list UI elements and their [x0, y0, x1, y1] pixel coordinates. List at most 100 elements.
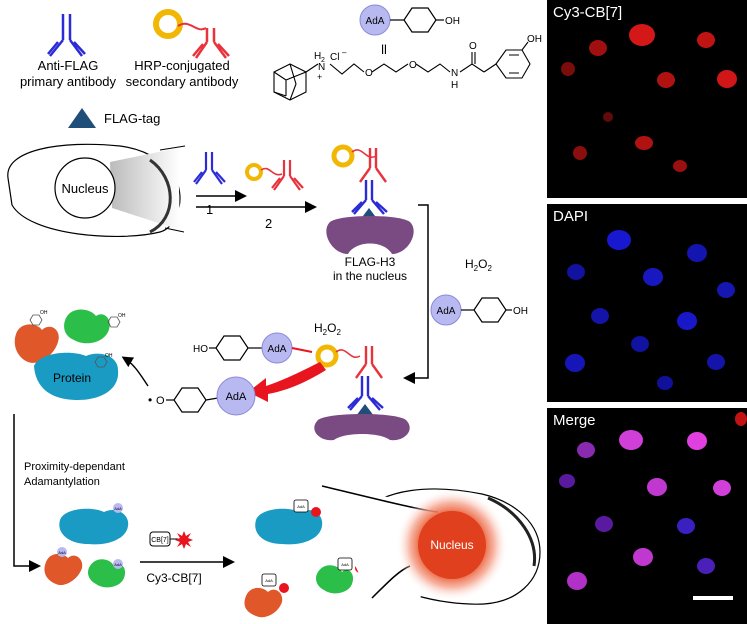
chem-cl-sup: – [342, 48, 347, 57]
merge-nucleus [633, 548, 653, 566]
secondary-antibody-step-icon [245, 160, 304, 191]
ada-phenol-substrate [430, 294, 512, 326]
microscopy-panel-cy3: Cy3-CB[7] [547, 0, 747, 198]
dapi-nucleus [657, 376, 673, 390]
cy3-nucleus [697, 32, 715, 48]
cy3-cb7-probe [149, 531, 193, 549]
ada-phenoxy-radical [166, 376, 256, 416]
ada-phenol-center [209, 332, 313, 364]
activation-red-arrow [248, 362, 326, 402]
step1-label: 1 [206, 202, 213, 217]
chem-o-carbonyl: O [469, 41, 477, 52]
panel-label-merge: Merge [553, 412, 596, 429]
oh-legend-label: OH [445, 16, 460, 27]
equivalence-sign: ll [381, 42, 387, 57]
cy3-nucleus [561, 62, 575, 76]
dapi-nucleus [717, 282, 735, 298]
chem-h-amide: H [451, 80, 458, 91]
chem-h2: H [314, 51, 321, 62]
chem-o1: O [365, 68, 373, 79]
labeled-nucleus-label: Nucleus [430, 538, 473, 552]
flag-tag-legend-icon [68, 108, 96, 128]
phenol-tag-icons [29, 314, 121, 368]
merge-nucleus [577, 442, 595, 458]
merge-nucleus [687, 432, 707, 450]
small-ada-2: AdA [58, 550, 66, 555]
labeled-ada-1: AdA [297, 504, 305, 509]
small-ada-1: AdA [114, 506, 122, 511]
adamantylation-caption-line1: Proximity-dependant [24, 461, 125, 473]
dapi-nucleus [677, 312, 697, 330]
oh-tag-2: OH [118, 313, 126, 319]
dapi-nucleus [631, 336, 649, 352]
chem-o2: O [409, 60, 417, 71]
secondary-antibody-label-line2: secondary antibody [126, 74, 239, 89]
dapi-nucleus [591, 308, 609, 324]
primary-antibody-label-line1: Anti-FLAG [38, 58, 99, 73]
ho-center-label: HO [193, 344, 208, 355]
scale-bar [693, 596, 733, 600]
merge-nucleus [713, 480, 731, 496]
primary-antibody-step-icon [193, 152, 226, 185]
oh-substrate-label: OH [513, 306, 528, 317]
chem-oh: OH [527, 34, 542, 45]
adamantylation-caption-line2: Adamantylation [24, 476, 100, 488]
radical-o-label: O [156, 395, 165, 407]
panel-label-cy3: Cy3-CB[7] [553, 4, 623, 21]
cy3-nucleus [629, 24, 655, 46]
merge-nucleus [647, 478, 667, 496]
ada-phenol-legend-icon [359, 4, 444, 36]
cell-outline [7, 143, 186, 238]
chem-cl: Cl [330, 52, 339, 63]
flag-h3-complex-center [314, 344, 410, 441]
dapi-nucleus [707, 354, 725, 370]
labeled-proteins [244, 499, 365, 618]
labeled-ada-3: AdA [341, 562, 349, 567]
dapi-nucleus [687, 244, 707, 262]
primary-antibody-label-line2: primary antibody [20, 74, 117, 89]
radical-dot: • [148, 393, 152, 407]
protein-pool [14, 309, 119, 400]
microscopy-panel-dapi: DAPI [547, 204, 747, 402]
chem-plus: + [317, 72, 322, 82]
flag-h3-complex-top [326, 144, 414, 254]
ada-radical-label: AdA [226, 391, 247, 403]
merge-nucleus [619, 430, 643, 450]
oh-tag-3: OH [105, 353, 113, 359]
merge-nucleus [595, 516, 613, 532]
oh-tag-1: OH [40, 310, 48, 316]
labeling-bracket-arrow [13, 414, 41, 572]
ada-legend-label: AdA [366, 16, 385, 27]
secondary-antibody-label-line1: HRP-conjugated [134, 58, 229, 73]
dapi-nucleus [607, 230, 631, 250]
radical-to-protein-arrow [121, 356, 149, 387]
merge-nucleus [677, 518, 695, 534]
cell-nucleus-label: Nucleus [62, 181, 109, 196]
cy3-nucleus [657, 72, 675, 88]
chem-h2-sub: 2 [321, 57, 325, 64]
reaction-bracket-arrow [403, 204, 429, 384]
dapi-nucleus [565, 354, 585, 372]
ada-center-top-label: AdA [268, 344, 287, 355]
cy3-nucleus [573, 146, 587, 160]
h2o2-right-label: H2O2 [465, 257, 492, 273]
cb7-label: CB[7] [151, 537, 169, 544]
h2o2-center-label: H2O2 [314, 321, 341, 337]
primary-antibody-legend-icon [47, 14, 86, 57]
cy3-nucleus [635, 136, 653, 150]
merge-nucleus [697, 558, 715, 574]
protein-label: Protein [53, 371, 91, 385]
merge-nucleus [735, 412, 747, 426]
step2-label: 2 [265, 216, 272, 231]
hrp-secondary-antibody-legend-icon [153, 9, 230, 59]
schematic: Anti-FLAG primary antibody HRP-conjugate… [7, 4, 542, 618]
merge-nucleus [559, 474, 575, 488]
cy3-cb7-reagent-label: Cy3-CB[7] [146, 571, 201, 585]
chem-n-amide: N [451, 68, 458, 79]
labeled-ada-2: AdA [265, 578, 273, 583]
ada-substrate-label: AdA [437, 306, 456, 317]
cy3-nucleus [717, 70, 737, 88]
chemical-structure [273, 41, 531, 101]
cy3-nucleus [589, 40, 607, 56]
